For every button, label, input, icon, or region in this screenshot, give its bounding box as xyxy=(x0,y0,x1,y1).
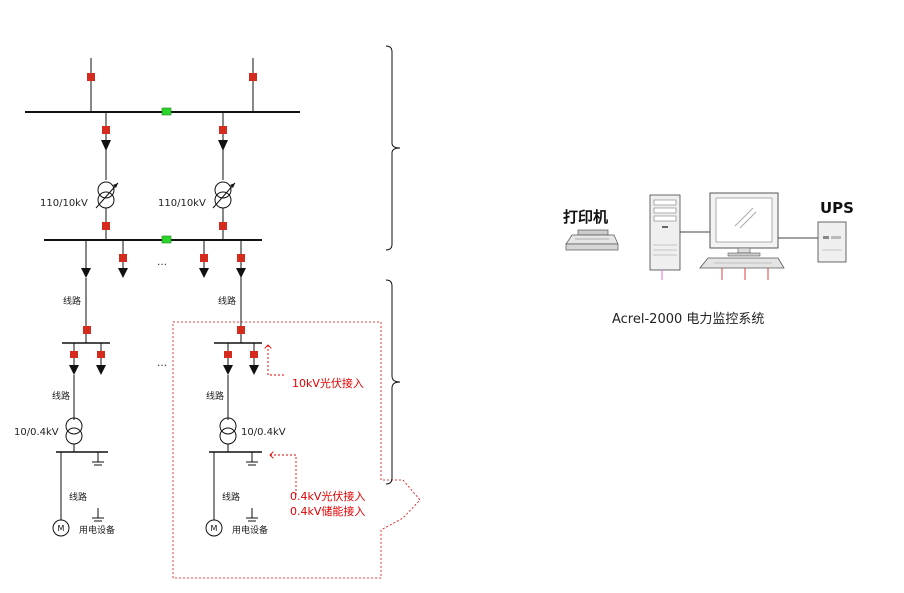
storage-04kv-label: 0.4kV储能接入 xyxy=(290,504,365,518)
motor-symbol: M xyxy=(58,524,65,533)
load-label-1: 用电设备 xyxy=(79,524,115,536)
arrow-down-icon xyxy=(199,268,209,278)
system-name: Acrel-2000 电力监控系统 xyxy=(612,312,764,327)
transformer-label-4: 10/0.4kV xyxy=(241,427,286,438)
pv-10kv-label: 10kV光伏接入 xyxy=(292,376,364,390)
transformer-branch-2: 110/10kV xyxy=(158,112,236,240)
feeder-label-4: 线路 xyxy=(206,390,224,402)
arrow-down-icon xyxy=(218,140,228,151)
transformer-label-2: 110/10kV xyxy=(158,198,206,209)
printer-group: 打印机 xyxy=(563,208,619,251)
incoming-line-1 xyxy=(87,58,95,112)
monitor-icon xyxy=(709,192,779,257)
breaker-icon xyxy=(249,73,257,81)
breaker-icon xyxy=(102,222,110,230)
breaker-icon xyxy=(97,351,105,358)
brace-lower xyxy=(385,279,401,485)
substation-right: 线路 10/0.4kV 线路 M 用电设备 xyxy=(205,342,286,537)
arrow-down-icon xyxy=(81,268,91,278)
transformer-branch-1: 110/10kV xyxy=(40,112,119,240)
arrow-down-icon xyxy=(118,268,128,278)
tie-breaker-icon xyxy=(161,235,172,244)
printer-icon xyxy=(565,229,619,251)
arrow-down-icon xyxy=(223,365,233,375)
feeder-label-3: 线路 xyxy=(52,390,70,402)
computer-group xyxy=(649,192,785,280)
cable-lines xyxy=(661,268,769,280)
transformer-icon xyxy=(214,181,232,199)
ups-icon xyxy=(817,221,847,263)
transformer-icon xyxy=(219,417,237,435)
breaker-icon xyxy=(237,254,245,262)
breaker-icon xyxy=(119,254,127,262)
breaker-icon xyxy=(224,351,232,358)
tie-breaker-icon xyxy=(161,107,172,116)
arrow-down-icon xyxy=(69,365,79,375)
ups-label: UPS xyxy=(820,199,854,217)
feeder-label-1: 线路 xyxy=(63,295,81,307)
feeder-label-6: 线路 xyxy=(222,491,240,503)
incoming-line-2 xyxy=(249,58,257,112)
motor-icon xyxy=(205,519,223,537)
transformer-label-3: 10/0.4kV xyxy=(14,427,59,438)
bus-110kv xyxy=(25,107,300,116)
breaker-icon xyxy=(219,222,227,230)
breaker-icon xyxy=(102,126,110,134)
breaker-icon xyxy=(70,351,78,358)
breaker-icon xyxy=(250,351,258,358)
transformer-icon xyxy=(97,181,115,199)
transformer-icon xyxy=(65,417,83,435)
arrow-down-icon xyxy=(236,268,246,278)
pv-04kv-label: 0.4kV光伏接入 xyxy=(290,489,365,503)
feeder-10kv-4: 线路 xyxy=(218,240,246,343)
printer-label: 打印机 xyxy=(563,208,608,226)
brace-upper xyxy=(385,45,401,251)
motor-symbol: M xyxy=(211,524,218,533)
breaker-icon xyxy=(219,126,227,134)
feeder-label-2: 线路 xyxy=(218,295,236,307)
breaker-icon xyxy=(237,326,245,334)
arrow-down-icon xyxy=(96,365,106,375)
ups-group: UPS xyxy=(817,199,854,263)
ellipsis-10kv: … xyxy=(157,257,167,268)
keyboard-icon xyxy=(699,257,785,269)
substation-left: 线路 10/0.4kV 线路 M 用电设备 xyxy=(14,326,115,537)
renewable-access-annotation: 10kV光伏接入 0.4kV光伏接入 0.4kV储能接入 xyxy=(172,321,421,579)
arrow-down-icon xyxy=(101,140,111,151)
feeder-10kv-3 xyxy=(199,240,209,278)
pc-tower-icon xyxy=(649,194,681,271)
breaker-icon xyxy=(83,326,91,334)
motor-icon xyxy=(52,519,70,537)
feeder-10kv-2 xyxy=(118,240,128,278)
dotted-region-outline xyxy=(172,321,421,579)
bus-10kv xyxy=(44,235,262,244)
breaker-icon xyxy=(87,73,95,81)
arrow-down-icon xyxy=(249,365,259,375)
breaker-icon xyxy=(200,254,208,262)
transformer-label-1: 110/10kV xyxy=(40,198,88,209)
ellipsis-04kv: … xyxy=(157,358,167,369)
load-label-2: 用电设备 xyxy=(232,524,268,536)
feeder-label-5: 线路 xyxy=(69,491,87,503)
